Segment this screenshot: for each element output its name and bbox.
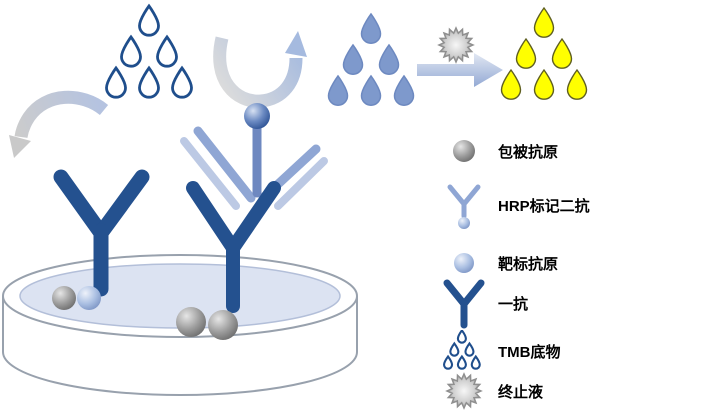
droplet-icon [378,44,400,75]
coated-antigen-sphere-icon [176,307,206,337]
droplet-icon [105,66,127,99]
coated-antigen-sphere-icon [52,286,76,310]
coated-antigen-sphere-icon [208,310,238,340]
droplet-icon [551,38,573,69]
droplet-icon [171,66,193,99]
droplet-icon [120,35,142,68]
microplate-well [1,254,358,396]
antibody-arm [186,181,240,255]
droplet-icon [327,75,349,106]
arrowhead-icon [285,31,307,57]
droplet-icon [533,69,555,100]
secondary-antibody-arm [193,126,256,203]
hrp-enzyme-sphere-icon [244,103,270,129]
droplet-icon [138,66,160,99]
primary-antibody-left [53,169,150,297]
antibody-arm [53,169,109,241]
secondary-antibody-arm-pale [180,137,240,210]
droplet-icon [342,44,364,75]
primary-antibody-center [186,181,281,313]
result-arrow-right [417,53,503,87]
hrp-secondary-antibody-complex [176,103,328,340]
target-antigen-sphere-icon [77,286,101,310]
product-drops-yellow-cluster [500,7,588,100]
droplet-icon [360,75,382,106]
droplet-icon [360,13,382,44]
substrate-drops-blue-cluster [327,13,415,106]
droplet-icon [393,75,415,106]
droplet-icon [138,4,160,37]
wash-arrow-left [9,90,109,158]
droplet-icon [515,38,537,69]
reaction-rotate-arrow [213,31,307,108]
antibody-arm [226,181,281,255]
arrowhead-icon [9,135,31,158]
droplet-icon [500,69,522,100]
secondary-antibody-arm-pale [274,157,328,210]
droplet-icon [566,69,588,100]
antibody-arm [93,169,150,241]
droplet-icon [156,35,178,68]
tmb-substrate-drops-dark-cluster [105,4,193,99]
droplet-icon [533,7,555,38]
stop-solution-burst-icon [438,27,474,63]
